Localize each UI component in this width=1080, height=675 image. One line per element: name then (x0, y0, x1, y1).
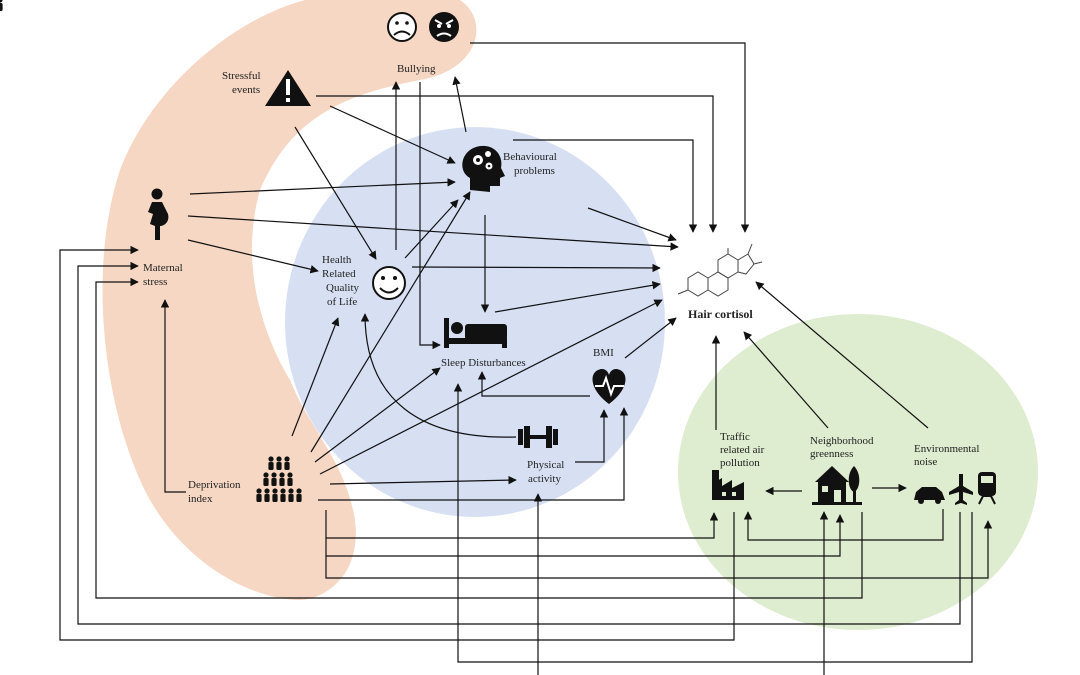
factory-icon (712, 470, 744, 500)
edge-bullying-sleep (419, 82, 441, 350)
head-gears-icon (462, 145, 505, 192)
node-bmi: BMI (593, 347, 614, 359)
node-physical-activity: Physical activity (527, 459, 567, 485)
edges (59, 42, 993, 675)
edge-deprivation-cortisol (319, 299, 663, 475)
sad-angry-faces-icon (387, 12, 459, 42)
node-stressful-events: Stressful events (222, 70, 263, 96)
edge-bmi-sleep (477, 371, 590, 397)
cortisol-molecule-icon (677, 243, 763, 297)
edge-stress-events-cortisol (316, 95, 718, 233)
smiley-face-icon (372, 266, 406, 300)
edge-deprivation-greenness (325, 514, 845, 557)
car-plane-train-icon (914, 472, 996, 505)
node-health-related-quality-of-life: Health Related Quality of Life (322, 254, 362, 308)
environmental-region (678, 314, 1038, 630)
edge-stress-events-hrqol (294, 126, 377, 260)
edge-deprivation-sleep (314, 367, 441, 463)
node-hair-cortisol: Hair cortisol (688, 307, 753, 321)
node-sleep-disturbances: Sleep Disturbances (441, 357, 526, 369)
edge-deprivation-behaviour (310, 191, 471, 453)
child-health-region (285, 127, 665, 517)
warning-triangle-icon (265, 70, 311, 106)
house-tree-icon (812, 466, 862, 505)
node-traffic-related-air-pollution: Traffic related air pollution (720, 431, 767, 469)
edge-activity-bmi (575, 409, 609, 463)
edge-noise-sleep (453, 383, 973, 663)
edge-noise-maternal (77, 261, 961, 625)
edge-deprivation-bmi (318, 407, 629, 501)
edge-activity-hrqol (360, 313, 517, 438)
edge-greenness-maternal (95, 277, 863, 599)
edge-bullying-cortisol (470, 42, 750, 233)
social-individual-region (102, 0, 477, 600)
bed-icon (444, 318, 507, 348)
node-maternal-stress: Maternal stress (143, 262, 185, 288)
edge-mother-hrqol (187, 239, 319, 274)
node-behavioural-problems: Behavioural problems (503, 151, 560, 177)
dumbbell-icon (518, 426, 558, 448)
edge-behaviour-to-cortisol-diag (587, 207, 677, 242)
edge-deprivation-noise (325, 520, 993, 579)
node-deprivation-index: Deprivation index (188, 479, 243, 505)
edge-greenness-cortisol (743, 331, 829, 429)
pregnant-woman-icon (148, 188, 169, 240)
edge-noise-cortisol (755, 281, 929, 429)
people-crowd-icon (0, 0, 302, 502)
node-environmental-noise: Environmental noise (914, 443, 982, 468)
edge-behaviour-bullying (452, 76, 467, 133)
heart-rate-icon (592, 368, 626, 404)
node-neighborhood-greenness: Neighborhood greenness (810, 435, 876, 460)
edge-stress-events-behaviour (329, 105, 456, 164)
node-bullying: Bullying (397, 63, 436, 75)
edge-deprivation-traffic (325, 510, 719, 539)
edge-noise-traffic-loop (743, 509, 944, 541)
edge-bmi-cortisol (624, 317, 677, 359)
edge-behaviour-cortisol (513, 139, 698, 233)
edge-deprivation-hrqol (291, 317, 340, 437)
edge-traffic-maternal (59, 245, 735, 641)
edge-sleep-cortisol (494, 281, 661, 313)
edge-mother-behaviour (189, 178, 456, 195)
edge-deprivation-maternal (160, 299, 186, 493)
edge-mother-cortisol (187, 215, 679, 251)
edge-hrqol-behaviour (404, 199, 459, 259)
edge-hrqol-cortisol (411, 263, 661, 273)
edge-deprivation-activity (329, 475, 517, 485)
